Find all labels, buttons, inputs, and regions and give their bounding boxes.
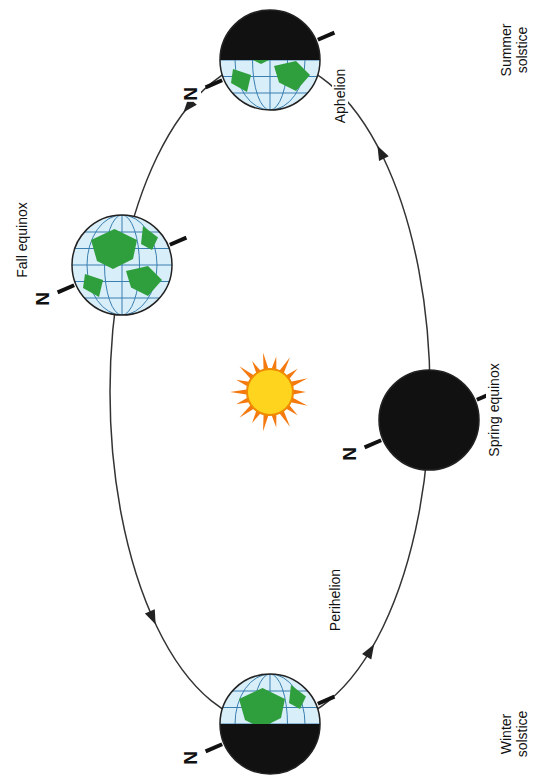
ocean [220, 674, 320, 774]
season-label: Winter solstice [498, 701, 530, 767]
ocean [220, 10, 320, 110]
ocean [72, 215, 172, 315]
north-marker: N [181, 750, 201, 766]
continent [83, 274, 103, 297]
continent [274, 61, 310, 91]
globe-outline [72, 215, 172, 315]
ocean [379, 370, 479, 470]
globe-outline [220, 674, 320, 774]
earth-axis [206, 744, 223, 751]
globe-outline [220, 10, 320, 110]
continent [91, 229, 137, 269]
orbit-point-label: Aphelion [332, 67, 348, 126]
season-label: Summer solstice [498, 17, 530, 83]
season-label: Fall equinox [14, 200, 30, 280]
night-side [220, 724, 320, 774]
earth-globe [365, 370, 494, 470]
earth-axis [58, 285, 75, 292]
orbit-arrowhead [377, 146, 388, 161]
orbit-path [110, 60, 430, 724]
latitude-line [72, 265, 172, 266]
earth-globe [58, 215, 187, 315]
continent [231, 69, 251, 92]
earth-globe [206, 10, 335, 110]
sun-symbol [230, 353, 308, 432]
latitude-line [220, 691, 320, 692]
earth-axis [365, 440, 382, 447]
continent [289, 685, 306, 709]
earth-axis [318, 33, 335, 40]
globe-outline [379, 370, 479, 470]
north-marker: N [340, 446, 360, 462]
latitude-line [72, 232, 172, 233]
orbit-arrowhead [362, 644, 374, 659]
orbit-arrowhead [145, 609, 156, 624]
latitude-line [72, 298, 172, 299]
sun-ray [230, 389, 248, 394]
latitude-line [220, 93, 320, 94]
earth-axis [206, 80, 223, 87]
earth-axis [170, 238, 187, 245]
earth-globe [206, 674, 335, 774]
north-marker: N [33, 291, 53, 307]
sun-disc [247, 369, 293, 415]
night-side [379, 370, 479, 470]
orbit-point-label: Perihelion [327, 567, 343, 633]
north-marker: N [181, 86, 201, 102]
season-label: Spring equinox [486, 361, 502, 458]
earth-axis [318, 697, 335, 704]
continent [126, 266, 162, 296]
continent [141, 226, 158, 250]
continent [239, 688, 285, 728]
continents [83, 226, 162, 297]
night-side [220, 10, 320, 60]
